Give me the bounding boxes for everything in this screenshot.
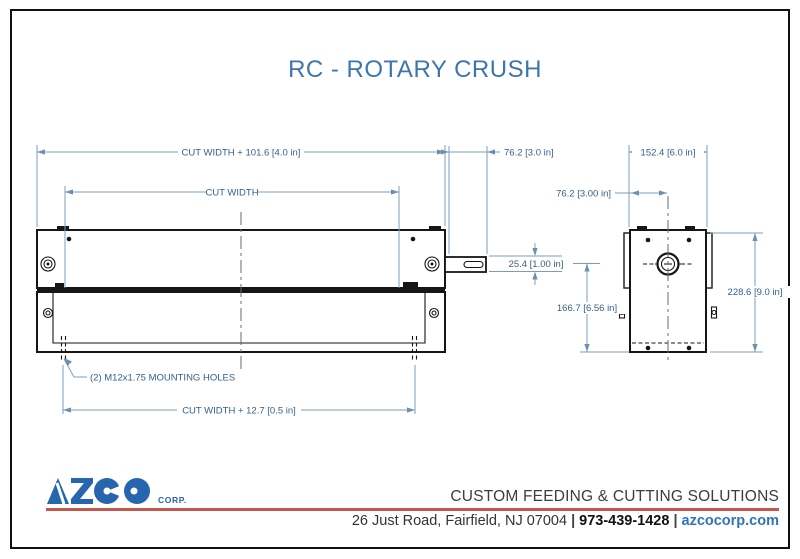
dim-side-width-label: 152.4 [6.0 in] bbox=[641, 148, 696, 159]
logo-corp-suffix: CORP. bbox=[158, 495, 187, 505]
dim-center-to-base-label: 166.7 [6.56 in] bbox=[557, 303, 617, 314]
dim-shaft-diameter-label: 25.4 [1.00 in] bbox=[509, 259, 564, 270]
side-top-tab-right bbox=[685, 226, 695, 231]
technical-drawing: CUT WIDTH + 101.6 [4.0 in] CUT WIDTH 76.… bbox=[36, 145, 792, 417]
screw-icon bbox=[645, 237, 651, 243]
screw-icon bbox=[686, 345, 692, 351]
screw-icon bbox=[66, 236, 72, 242]
screw-icon bbox=[686, 237, 692, 243]
side-top-tab-left bbox=[637, 226, 647, 231]
mounting-hole-right bbox=[411, 336, 418, 362]
screw-icon bbox=[410, 236, 416, 242]
fastener-icon bbox=[42, 307, 54, 319]
front-divider-tab-right bbox=[403, 282, 418, 288]
footer-contact-line: 26 Just Road, Fairfield, NJ 07004|973-43… bbox=[352, 513, 779, 529]
front-divider-tab-left bbox=[55, 283, 64, 288]
dim-mounting-width-label: CUT WIDTH + 12.7 [0.5 in] bbox=[182, 406, 296, 417]
front-top-tab-right bbox=[429, 226, 441, 231]
dim-shaft-offset-label: 76.2 [3.00 in] bbox=[556, 189, 611, 200]
dim-overall-width-label: CUT WIDTH + 101.6 [4.0 in] bbox=[182, 148, 301, 159]
fastener-icon bbox=[424, 256, 440, 272]
fastener-icon bbox=[428, 307, 440, 319]
fastener-icon bbox=[40, 256, 56, 272]
dim-overall-height-label: 228.6 [9.0 in] bbox=[728, 287, 783, 298]
mounting-holes-note: (2) M12x1.75 MOUNTING HOLES bbox=[90, 373, 235, 384]
shaft-keyway bbox=[463, 260, 484, 269]
page-title: RC - ROTARY CRUSH bbox=[288, 56, 542, 83]
output-shaft bbox=[444, 256, 487, 273]
azco-logo bbox=[47, 478, 150, 505]
front-inner-panel bbox=[52, 292, 426, 344]
page-border bbox=[10, 9, 790, 549]
side-view bbox=[618, 196, 718, 363]
screw-icon bbox=[645, 345, 651, 351]
footer-accent-rule bbox=[46, 508, 779, 511]
mounting-hole-left bbox=[60, 336, 67, 362]
footer-address: 26 Just Road, Fairfield, NJ 07004 bbox=[351, 513, 568, 529]
front-top-tab-left bbox=[57, 226, 69, 231]
footer-website-link[interactable]: azcocorp.com bbox=[681, 513, 780, 529]
footer-phone: 973-439-1428 bbox=[579, 513, 670, 529]
front-view bbox=[36, 212, 487, 371]
side-tab-right bbox=[710, 306, 718, 319]
footer-tagline: CUSTOM FEEDING & CUTTING SOLUTIONS bbox=[450, 488, 779, 505]
footer-separator: | bbox=[571, 513, 576, 529]
dim-shaft-length-label: 76.2 [3.0 in] bbox=[504, 148, 554, 159]
dimensions: CUT WIDTH + 101.6 [4.0 in] CUT WIDTH 76.… bbox=[36, 145, 792, 417]
dim-cut-width-label: CUT WIDTH bbox=[205, 188, 258, 199]
footer-separator: | bbox=[673, 513, 678, 529]
